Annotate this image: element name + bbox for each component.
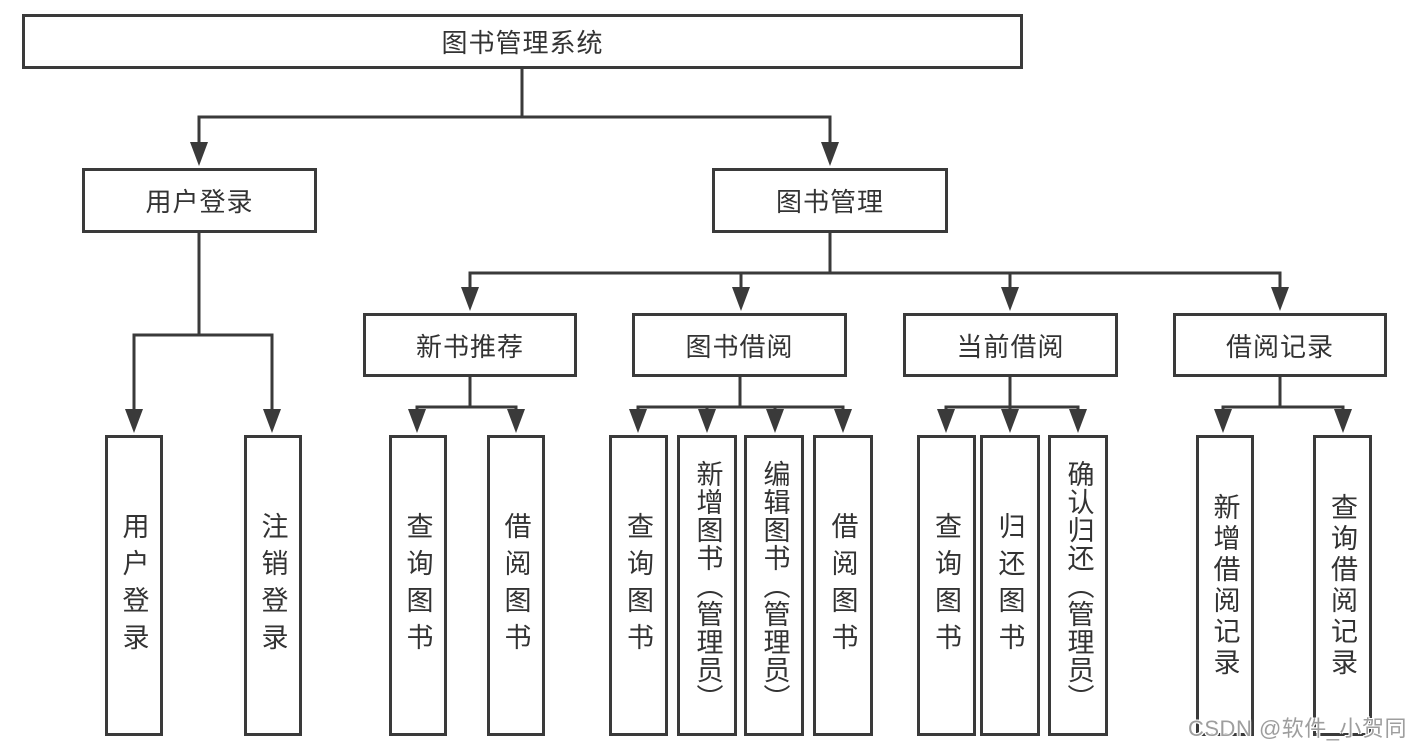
connector-root-to-level2 bbox=[190, 66, 839, 166]
leaf-borrow-edit-books-admin: 编辑图书（管理员） bbox=[744, 435, 804, 736]
leaf-borrow-borrow-books: 借阅图书 bbox=[813, 435, 873, 736]
node-user-login-branch: 用户登录 bbox=[82, 168, 317, 233]
leaf-current-query-books: 查询图书 bbox=[917, 435, 976, 736]
leaf-user-login: 用户登录 bbox=[105, 435, 163, 736]
node-borrow-records: 借阅记录 bbox=[1173, 313, 1387, 377]
leaf-borrow-add-books-admin: 新增图书（管理员） bbox=[677, 435, 737, 736]
node-root-system: 图书管理系统 bbox=[22, 14, 1023, 69]
connector-book-mgmt-to-level3 bbox=[461, 231, 1289, 311]
node-current-borrow: 当前借阅 bbox=[903, 313, 1118, 377]
leaf-current-confirm-return-admin: 确认归还（管理员） bbox=[1048, 435, 1108, 736]
connector-current-borrow-to-leaves bbox=[937, 375, 1087, 433]
leaf-records-query-borrow-record: 查询借阅记录 bbox=[1313, 435, 1372, 736]
leaf-records-add-borrow-record: 新增借阅记录 bbox=[1196, 435, 1254, 736]
csdn-watermark: CSDN @软件_小贺同学 bbox=[1188, 716, 1405, 741]
node-book-borrow: 图书借阅 bbox=[632, 313, 847, 377]
leaf-current-return-books: 归还图书 bbox=[980, 435, 1040, 736]
connector-user-login-to-leaves bbox=[125, 230, 281, 433]
leaf-recommend-query-books: 查询图书 bbox=[389, 435, 447, 736]
connector-borrow-records-to-leaves bbox=[1214, 375, 1352, 433]
node-new-book-recommend: 新书推荐 bbox=[363, 313, 577, 377]
leaf-recommend-borrow-books: 借阅图书 bbox=[487, 435, 545, 736]
leaf-logout: 注销登录 bbox=[244, 435, 302, 736]
connector-book-borrow-to-leaves bbox=[629, 375, 852, 433]
connector-new-book-rec-to-leaves bbox=[408, 375, 525, 433]
leaf-borrow-query-books: 查询图书 bbox=[609, 435, 668, 736]
node-book-management-branch: 图书管理 bbox=[712, 168, 948, 233]
